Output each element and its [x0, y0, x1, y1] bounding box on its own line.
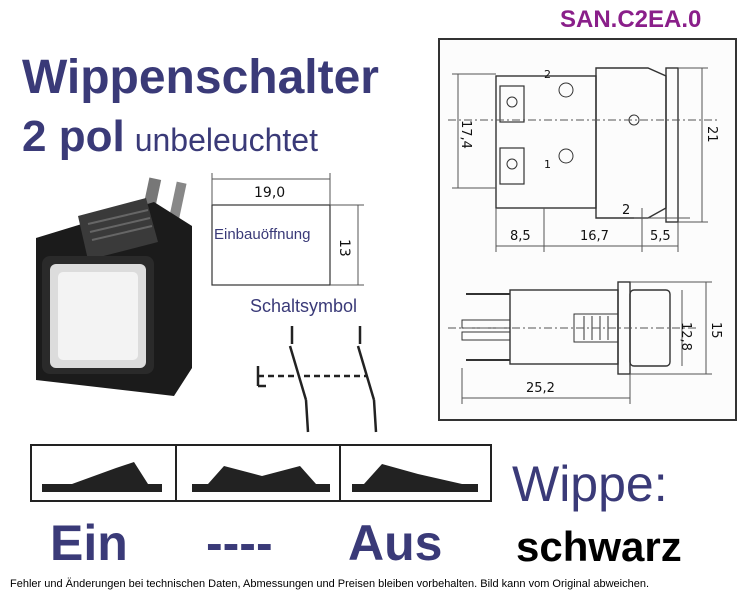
technical-drawing: 2 1 17,4 21 8,5 16,7 5,5 2 [438, 38, 737, 421]
dim-a: 8,5 [510, 229, 531, 244]
height-inner: 12,8 [678, 322, 693, 351]
cutout-width: 19,0 [254, 185, 285, 201]
disclaimer: Fehler und Änderungen bei technischen Da… [10, 578, 650, 590]
dim-b: 16,7 [580, 229, 609, 244]
pin-2-label: 2 [544, 68, 551, 81]
rocker-label: Wippe: [512, 456, 668, 512]
rocker-on [42, 462, 162, 492]
switch-photo [36, 177, 192, 396]
length: 25,2 [526, 381, 555, 396]
state-label-off: Aus [348, 515, 443, 571]
dim-d: 2 [622, 203, 630, 218]
top-view: 2 1 17,4 21 8,5 16,7 5,5 2 [448, 67, 719, 252]
cutout-label: Einbauöffnung [214, 226, 311, 243]
height-total: 21 [704, 126, 719, 143]
side-view: 15 12,8 25,2 [448, 281, 723, 404]
symbol-label: Schaltsymbol [250, 296, 358, 316]
state-label-on: Ein [50, 515, 128, 571]
rocker-color: schwarz [516, 523, 682, 570]
state-label-neutral: ---- [206, 515, 273, 571]
dim-c: 5,5 [650, 229, 671, 244]
rocker-off [352, 464, 478, 492]
pin-1-label: 1 [544, 158, 551, 171]
product-code: SAN.C2EA.0 [560, 6, 702, 33]
height-body: 17,4 [458, 120, 473, 149]
cutout-diagram: 19,0 13 [211, 173, 364, 286]
switch-symbol [256, 326, 378, 433]
poles-text: 2 pol [22, 112, 125, 161]
height-outer: 15 [708, 322, 723, 339]
cutout-height: 13 [336, 239, 352, 257]
page-title: Wippenschalter [22, 51, 379, 104]
lighting-text: unbeleuchtet [134, 122, 318, 158]
rocker-neutral [192, 466, 330, 492]
rocker-positions [30, 444, 492, 502]
